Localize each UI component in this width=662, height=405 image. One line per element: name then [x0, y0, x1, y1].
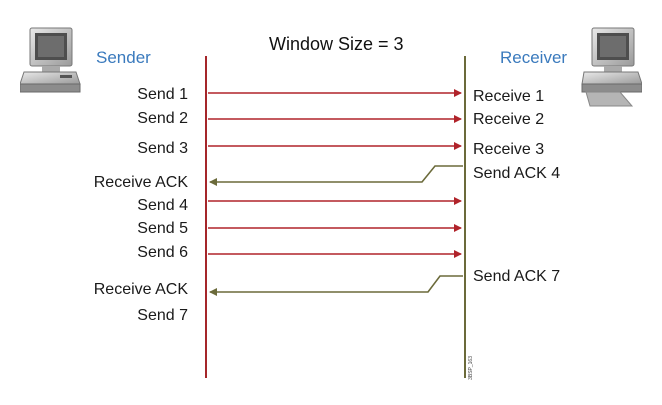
sender-event-send-3: Send 3 — [137, 140, 188, 157]
sender-event-receive-ack-2: Receive ACK — [93, 281, 188, 298]
sender-event-send-7: Send 7 — [137, 307, 188, 324]
sender-label: Sender — [96, 48, 151, 67]
sender-event-receive-ack-1: Receive ACK — [93, 174, 188, 191]
receiver-event-receive-1: Receive 1 — [473, 88, 545, 105]
sender-event-send-1: Send 1 — [137, 86, 188, 103]
receiver-computer-icon — [581, 27, 642, 107]
window-size-title: Window Size = 3 — [269, 34, 404, 54]
receiver-event-send-ack-4: Send ACK 4 — [473, 165, 561, 182]
sender-computer-icon — [20, 27, 81, 93]
figure-id-label: 3BSP_163 — [468, 356, 474, 380]
sender-event-send-4: Send 4 — [137, 197, 188, 214]
sender-event-send-6: Send 6 — [137, 244, 188, 261]
ack-arrow-4 — [209, 165, 463, 186]
sender-event-send-2: Send 2 — [137, 110, 188, 127]
receiver-event-receive-2: Receive 2 — [473, 111, 545, 128]
receiver-event-receive-3: Receive 3 — [473, 141, 545, 158]
receiver-label: Receiver — [500, 48, 568, 67]
ack-arrow-7 — [209, 275, 463, 296]
sender-event-send-5: Send 5 — [137, 220, 188, 237]
receiver-event-send-ack-7: Send ACK 7 — [473, 268, 561, 285]
